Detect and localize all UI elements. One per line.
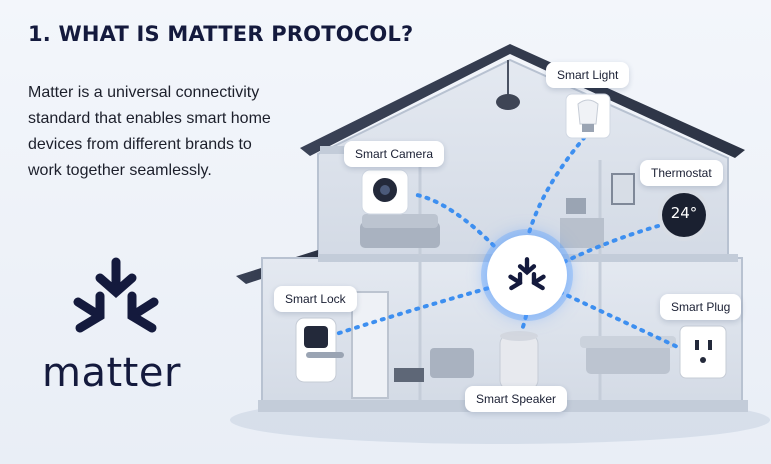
smart-light-device [565,93,611,139]
dresser [560,218,604,248]
sofa-upper [360,222,440,248]
interior-door [351,291,389,399]
label-smart-lock: Smart Lock [274,286,357,312]
connection-lines [328,136,686,352]
smart-plug-device [679,325,727,379]
matter-hub [487,235,567,315]
matter-logo-icon [73,257,159,333]
label-smart-light: Smart Light [546,62,630,88]
thermostat-reading: 24° [670,204,698,222]
matter-hub-icon [508,257,546,291]
smart-camera-device [361,169,409,215]
intro-line-4: work together seamlessly. [28,162,212,179]
intro-line-3: devices from different brands to [28,136,252,153]
sofa-lower [586,344,670,374]
thermostat-device [658,189,710,241]
label-smart-plug: Smart Plug [660,294,742,320]
page-title: 1. WHAT IS MATTER PROTOCOL? [28,22,414,46]
smart-lock-device [295,317,344,383]
picture-frame [611,173,635,205]
intro-line-2: standard that enables smart home [28,110,271,127]
smart-speaker-device [499,331,539,391]
label-smart-camera: Smart Camera [344,141,445,167]
armchair [430,348,474,378]
pendant-lamp [496,94,520,110]
intro-text: Matter is a universal connectivity stand… [28,80,313,184]
matter-wordmark: matter [42,350,181,396]
intro-line-1: Matter is a universal connectivity [28,84,260,101]
label-smart-speaker: Smart Speaker [465,386,568,412]
label-thermostat: Thermostat [640,160,723,186]
